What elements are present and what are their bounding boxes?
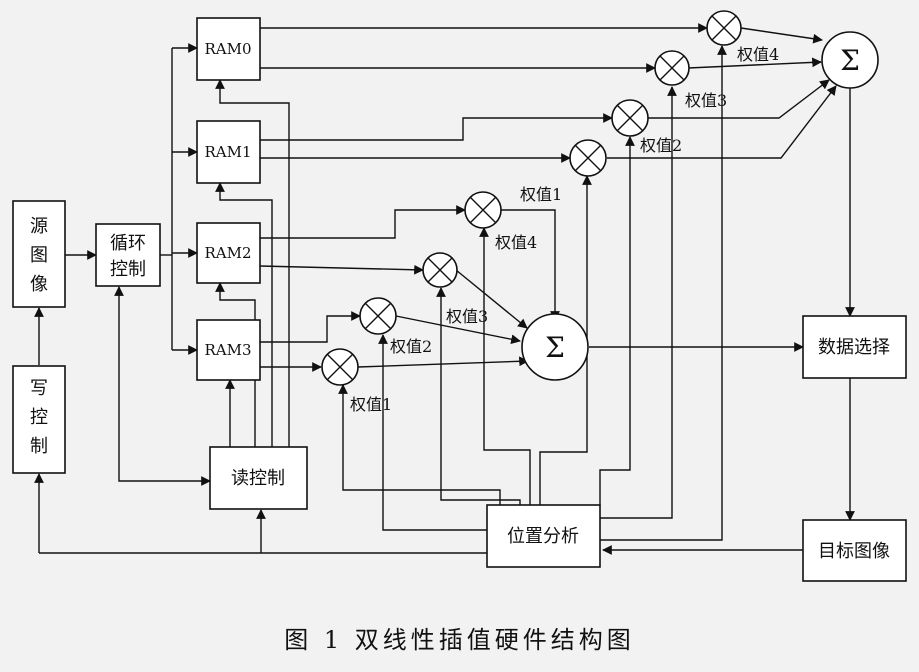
svg-text:图: 图 bbox=[30, 245, 48, 266]
weight-label-low-1: 权值1 bbox=[350, 395, 392, 414]
svg-text:Σ: Σ bbox=[840, 44, 860, 77]
upper-summer: Σ bbox=[821, 31, 879, 89]
svg-text:像: 像 bbox=[30, 274, 48, 295]
multiplier-low-3 bbox=[359, 297, 397, 335]
svg-text:目标图像: 目标图像 bbox=[818, 541, 890, 562]
lower-summer: Σ bbox=[521, 313, 589, 381]
svg-text:循环: 循环 bbox=[110, 233, 146, 254]
data-select-block: 数据选择 bbox=[802, 315, 907, 379]
multiplier-top-3 bbox=[611, 99, 649, 137]
hardware-block-diagram: 源 图 像 写 控 制 循环 控制 RAM0 RAM1 RAM2 RAM3 读控… bbox=[12, 10, 907, 582]
weight-label-top-2: 权值2 bbox=[640, 136, 682, 155]
svg-text:读控制: 读控制 bbox=[231, 468, 285, 489]
ram3-block: RAM3 bbox=[196, 319, 261, 381]
connection-lines bbox=[34, 23, 855, 555]
target-image-block: 目标图像 bbox=[802, 519, 907, 582]
read-control-block: 读控制 bbox=[209, 446, 308, 510]
weight-label-low-3: 权值3 bbox=[446, 307, 488, 326]
svg-text:RAM2: RAM2 bbox=[204, 244, 251, 262]
weight-labels: 权值4 权值3 权值2 权值1 权值4 权值3 权值2 权值1 bbox=[350, 45, 779, 414]
write-control-block: 写 控 制 bbox=[12, 365, 66, 474]
weight-label-top-1: 权值1 bbox=[520, 185, 562, 204]
position-analysis-block: 位置分析 bbox=[486, 504, 601, 568]
svg-text:RAM3: RAM3 bbox=[204, 341, 251, 359]
multiplier-top-1 bbox=[706, 10, 742, 46]
figure-caption: 图 1 双线性插值硬件结构图 bbox=[284, 626, 635, 654]
source-image-block: 源 图 像 bbox=[12, 200, 66, 308]
multiplier-top-4 bbox=[569, 139, 607, 177]
ram2-block: RAM2 bbox=[196, 222, 261, 284]
svg-text:制: 制 bbox=[30, 436, 48, 457]
multiplier-low-1 bbox=[464, 191, 502, 229]
ram0-block: RAM0 bbox=[196, 17, 261, 81]
svg-text:控: 控 bbox=[30, 407, 48, 428]
svg-text:位置分析: 位置分析 bbox=[507, 526, 579, 547]
svg-text:控制: 控制 bbox=[110, 259, 146, 280]
weight-label-top-3: 权值3 bbox=[685, 91, 727, 110]
svg-text:写: 写 bbox=[30, 378, 48, 399]
weight-label-low-2: 权值2 bbox=[390, 337, 432, 356]
svg-text:RAM0: RAM0 bbox=[204, 40, 251, 58]
svg-text:Σ: Σ bbox=[545, 331, 565, 364]
loop-control-block: 循环 控制 bbox=[95, 223, 161, 287]
weight-label-low-4: 权值4 bbox=[495, 233, 537, 252]
svg-text:数据选择: 数据选择 bbox=[818, 337, 890, 358]
multiplier-top-2 bbox=[654, 50, 690, 86]
weight-label-top-4: 权值4 bbox=[737, 45, 779, 64]
svg-text:源: 源 bbox=[30, 216, 48, 237]
multiplier-low-4 bbox=[321, 348, 359, 386]
ram1-block: RAM1 bbox=[196, 120, 261, 184]
svg-text:RAM1: RAM1 bbox=[204, 143, 251, 161]
multiplier-low-2 bbox=[422, 252, 458, 288]
